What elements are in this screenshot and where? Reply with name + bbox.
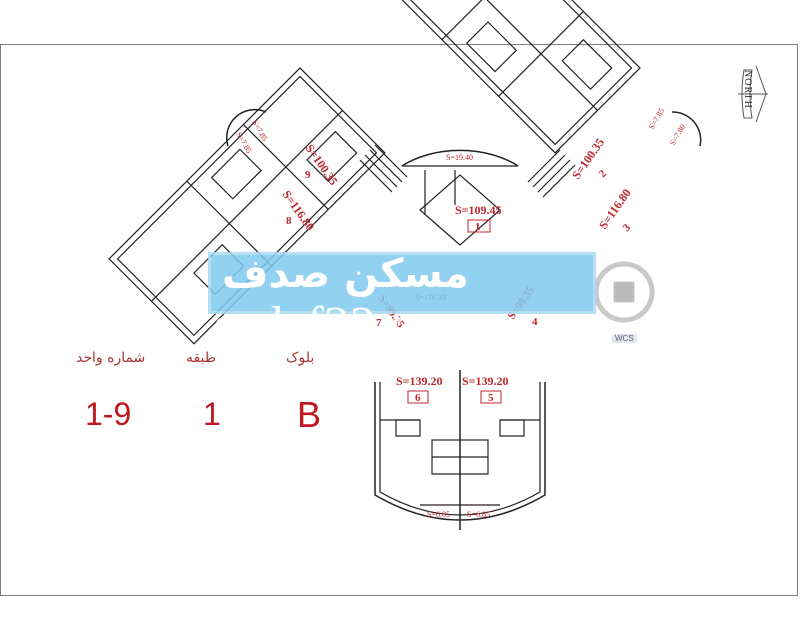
unit-5-area: S=139.20 xyxy=(462,374,509,388)
unit-9-number: 9 xyxy=(305,169,311,181)
unit-1-number: 1 xyxy=(475,221,481,233)
view-compass[interactable] xyxy=(593,261,655,323)
north-label: NORTH xyxy=(742,70,753,109)
drawing-sheet xyxy=(0,44,798,596)
watermark-persian: مسکن صدف xyxy=(222,251,469,297)
unit-1-area: S=109.45 xyxy=(455,203,502,217)
stairs-right xyxy=(527,149,576,198)
bottom-left-area: S=6.85 xyxy=(427,510,450,519)
floor-value: 1 xyxy=(203,396,221,432)
stairs-left xyxy=(359,144,408,193)
wcs-menu-button[interactable]: WCS xyxy=(612,334,637,343)
unit-3-area: S=116.80 xyxy=(596,186,634,232)
right-balcony-2-area: S=7.80 xyxy=(668,123,687,147)
unit-6-number: 6 xyxy=(415,392,421,404)
unit-6-area: S=139.20 xyxy=(396,374,443,388)
bottom-wing xyxy=(374,370,546,530)
unit-2-number: 2 xyxy=(597,167,610,180)
right-balcony-1-area: S=7.85 xyxy=(647,107,666,131)
unit-3-number: 3 xyxy=(621,221,634,234)
bottom-right-area: S=6.85 xyxy=(467,510,490,519)
floor-label: طبقه xyxy=(186,350,216,366)
unit-7-number: 7 xyxy=(376,317,382,329)
watermark-banner xyxy=(208,252,596,314)
unit-5-number: 5 xyxy=(488,392,494,404)
watermark-url: sadaf22.com xyxy=(214,297,479,354)
balcony-top-area: S=19.40 xyxy=(446,153,473,162)
block-value: B xyxy=(297,394,322,435)
unit-4-number: 4 xyxy=(532,316,538,328)
right-wing xyxy=(363,0,641,154)
north-arrow-icon xyxy=(738,65,768,123)
block-label: بلوک xyxy=(286,350,315,366)
left-balcony-1-area: S=7.85 xyxy=(250,119,269,143)
unit-number-label: شماره واحد xyxy=(76,350,146,366)
unit-8-number: 8 xyxy=(286,215,292,227)
unit-number-value: 1-9 xyxy=(85,396,132,432)
